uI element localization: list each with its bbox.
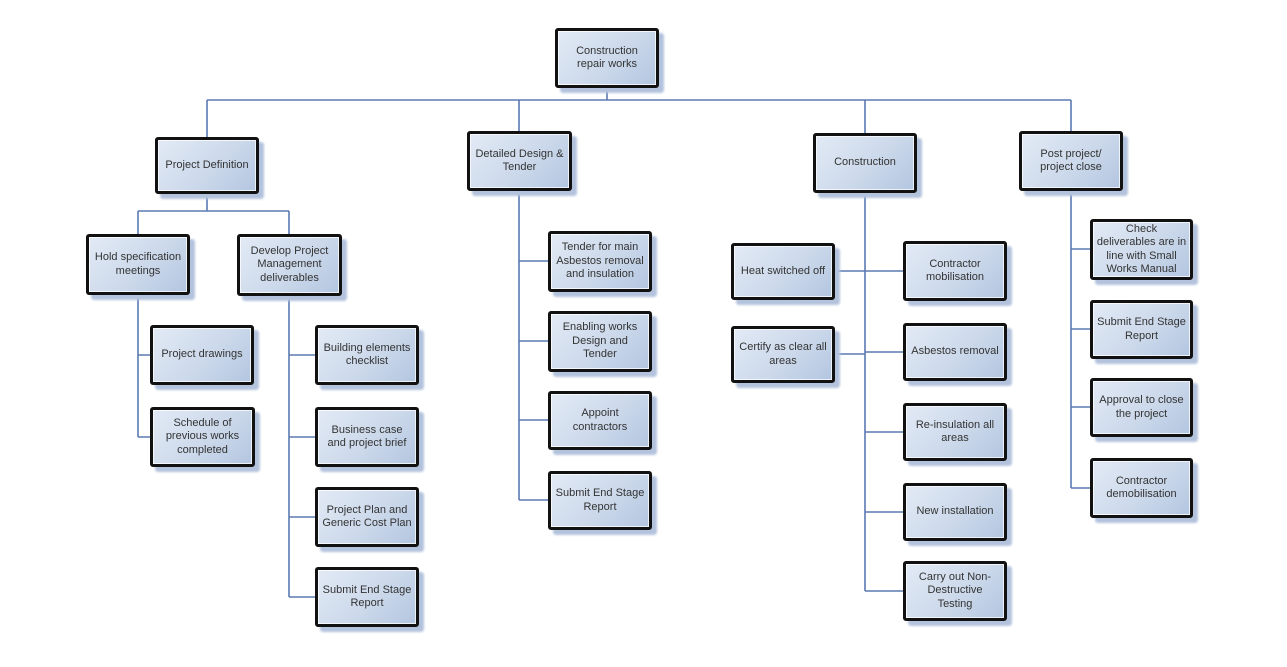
node-construction-repair-works: Construction repair works xyxy=(555,28,659,88)
node-asbestos-removal: Asbestos removal xyxy=(903,323,1007,381)
node-new-installation: New installation xyxy=(903,483,1007,541)
node-construction: Construction xyxy=(813,133,917,193)
connector-detailed-design xyxy=(518,191,548,501)
node-tender-asbestos-removal: Tender for main Asbestos removal and ins… xyxy=(548,231,652,292)
node-check-deliverables-small-works-manual: Check deliverables are in line with Smal… xyxy=(1090,219,1193,280)
connector-root-trunk xyxy=(206,88,1072,137)
node-project-plan-cost-plan: Project Plan and Generic Cost Plan xyxy=(315,487,419,547)
node-building-elements-checklist: Building elements checklist xyxy=(315,325,419,385)
node-project-definition: Project Definition xyxy=(155,137,259,194)
node-certify-clear-all-areas: Certify as clear all areas xyxy=(731,326,835,383)
node-project-drawings: Project drawings xyxy=(150,325,254,385)
connector-construction xyxy=(835,193,903,592)
node-submit-end-stage-report-pd: Submit End Stage Report xyxy=(315,567,419,627)
node-heat-switched-off: Heat switched off xyxy=(731,243,835,300)
node-post-project-close: Post project/ project close xyxy=(1019,131,1123,191)
node-submit-end-stage-report-ddt: Submit End Stage Report xyxy=(548,471,652,530)
connector-post-project xyxy=(1070,191,1090,489)
connector-project-definition xyxy=(137,194,315,598)
node-submit-end-stage-report-pp: Submit End Stage Report xyxy=(1090,300,1193,359)
node-approval-to-close-project: Approval to close the project xyxy=(1090,378,1193,437)
node-detailed-design-tender: Detailed Design & Tender xyxy=(467,131,572,191)
node-develop-pm-deliverables: Develop Project Management deliverables xyxy=(237,234,342,296)
node-reinsulation-all-areas: Re-insulation all areas xyxy=(903,403,1007,461)
node-hold-specification-meetings: Hold specification meetings xyxy=(86,234,190,295)
node-appoint-contractors: Appoint contractors xyxy=(548,391,652,450)
node-non-destructive-testing: Carry out Non-Destructive Testing xyxy=(903,561,1007,621)
node-schedule-previous-works: Schedule of previous works completed xyxy=(150,407,255,467)
node-contractor-mobilisation: Contractor mobilisation xyxy=(903,241,1007,301)
node-enabling-works-design-tender: Enabling works Design and Tender xyxy=(548,311,652,372)
node-contractor-demobilisation: Contractor demobilisation xyxy=(1090,458,1193,518)
node-business-case-project-brief: Business case and project brief xyxy=(315,407,419,467)
